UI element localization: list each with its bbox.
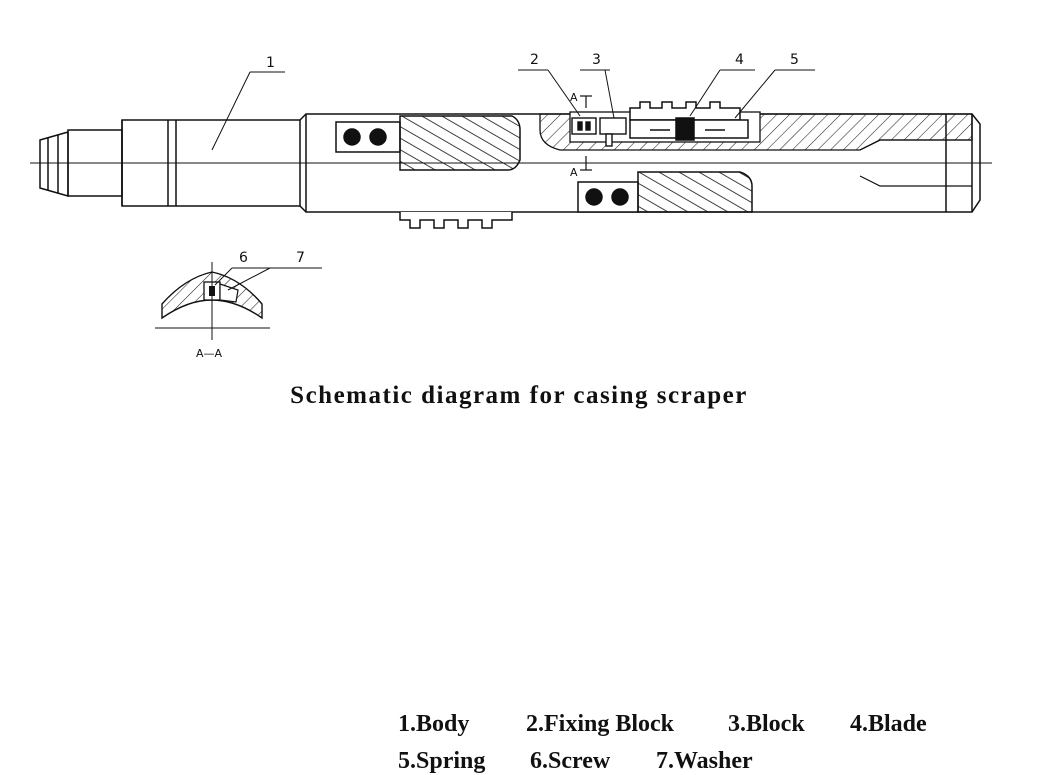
callout-1: 1 — [266, 55, 275, 71]
legend-item-block: 3.Block — [728, 711, 805, 737]
legend-item-blade: 4.Blade — [850, 711, 927, 737]
lower-window — [577, 171, 753, 213]
callout-4: 4 — [735, 52, 744, 68]
section-label-top: A — [570, 91, 578, 104]
callout-5: 5 — [790, 52, 799, 68]
body-tube — [121, 113, 981, 213]
diagram-caption: Schematic diagram for casing scraper — [290, 382, 748, 409]
section-label-bottom: A — [570, 166, 578, 179]
blade-part-4 — [629, 101, 749, 141]
fixing-block-part-2 — [571, 117, 597, 135]
section-arrows — [580, 95, 592, 171]
callout-2: 2 — [530, 52, 539, 68]
legend-item-body: 1.Body — [398, 711, 470, 737]
casing-scraper-diagram: A A 1 2 3 4 5 6 7 A—A 1.Body 2.Fixing Bl… — [30, 52, 992, 774]
bottom-blade-teeth — [399, 212, 513, 229]
section-view-label: A—A — [196, 347, 223, 360]
block-part-3 — [599, 117, 627, 147]
legend-item-spring: 5.Spring — [398, 748, 486, 774]
section-view-a-a — [155, 262, 322, 340]
callout-3: 3 — [592, 52, 601, 68]
upper-window — [335, 115, 521, 171]
legend-item-fixing-block: 2.Fixing Block — [526, 711, 675, 737]
legend-item-washer: 7.Washer — [656, 748, 753, 774]
pin-thread — [39, 131, 69, 197]
callout-6: 6 — [239, 250, 248, 266]
diagram-canvas: A A 1 2 3 4 5 6 7 A—A — [30, 52, 992, 360]
leader-lines — [211, 69, 815, 151]
callout-7: 7 — [296, 250, 305, 266]
legend-item-screw: 6.Screw — [530, 748, 611, 774]
